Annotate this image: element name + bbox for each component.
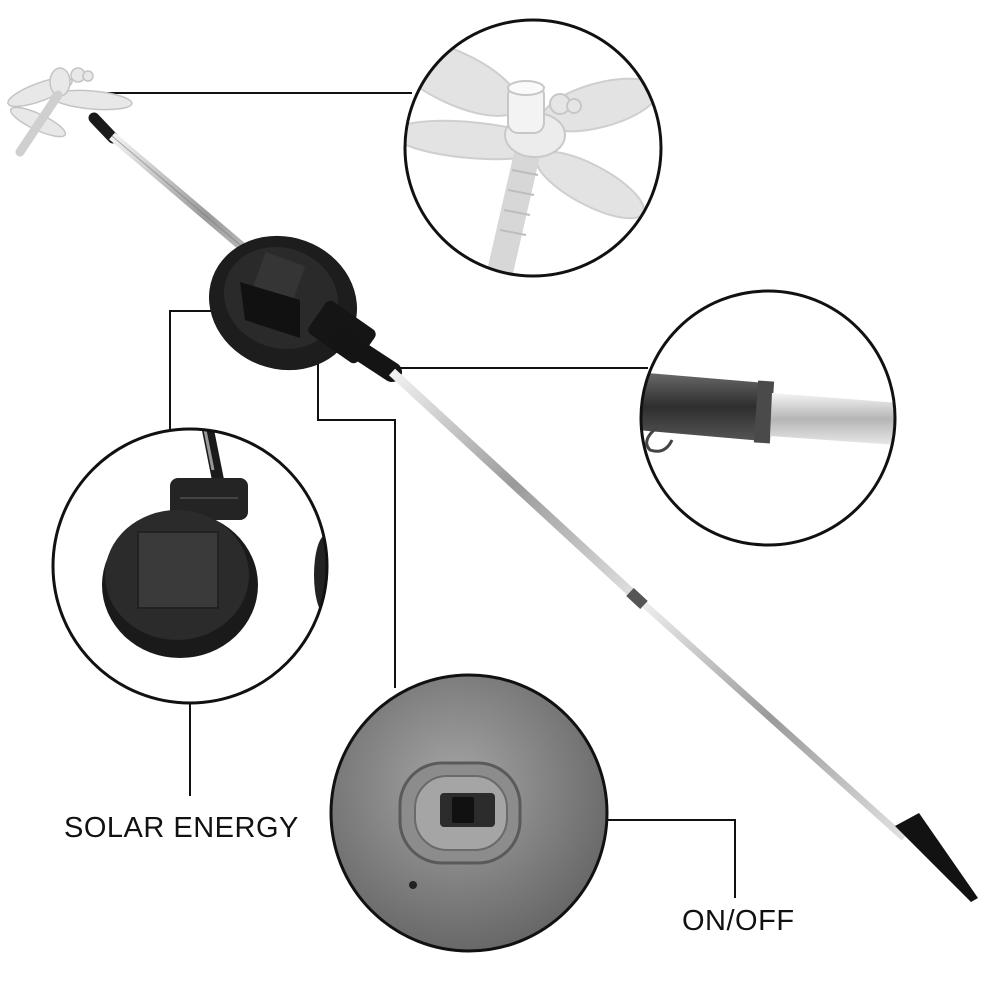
dragonfly-figure-icon xyxy=(7,67,133,157)
solar-panel-detail-zoom xyxy=(51,427,329,705)
dragonfly-detail-zoom xyxy=(403,18,663,278)
on-off-switch-icon xyxy=(440,793,495,827)
solar-panel-icon xyxy=(208,235,376,371)
on-off-label: ON/OFF xyxy=(682,905,795,937)
solar-stake-light xyxy=(7,67,978,902)
solar-energy-label: SOLAR ENERGY xyxy=(64,812,299,844)
on-off-switch-detail-zoom xyxy=(329,673,609,953)
pole-joint-detail-zoom xyxy=(639,289,897,547)
